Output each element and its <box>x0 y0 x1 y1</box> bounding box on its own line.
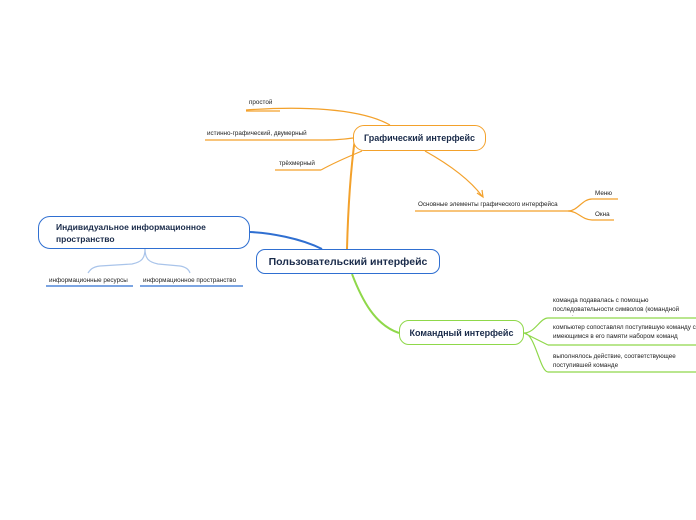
edge-graphic-elements-arrow <box>476 189 484 199</box>
individual-child-space[interactable]: информационное пространство <box>143 277 237 284</box>
edge-graphic-elements <box>424 150 483 197</box>
elements-child-menu[interactable]: Меню <box>595 190 613 197</box>
edge-command-children <box>523 317 549 373</box>
graphic-elements-node[interactable]: Основные элементы графического интерфейс… <box>418 201 558 208</box>
edge-central-graphic <box>346 137 356 250</box>
edge-central-command <box>351 273 400 334</box>
graphic-label: Графический интерфейс <box>363 133 476 143</box>
edge-individual-children <box>87 248 191 274</box>
individual-label: Индивидуальное информационное пространст… <box>56 221 206 244</box>
edge-graphic-3d <box>320 150 363 171</box>
graphic-child-simple[interactable]: простой <box>249 99 273 106</box>
graphic-child-3d[interactable]: трёхмерный <box>279 160 315 167</box>
individual-child-resources[interactable]: информационные ресурсы <box>49 277 128 284</box>
elements-child-windows[interactable]: Окна <box>595 211 610 218</box>
individual-space-node[interactable]: Индивидуальное информационное пространст… <box>38 216 250 249</box>
edge-elements-menu <box>567 198 593 212</box>
central-label: Пользовательский интерфейс <box>268 255 428 268</box>
command-child-2[interactable]: компьютер сопоставлял поступившую команд… <box>553 324 696 340</box>
command-interface-node[interactable]: Командный интерфейс <box>399 320 524 345</box>
edge-central-individual <box>249 231 323 250</box>
command-child-3[interactable]: выполнялось действие, соответствующее по… <box>553 353 676 369</box>
command-child-1[interactable]: команда подавалась с помощью последовате… <box>553 297 680 316</box>
edge-elements-windows <box>567 210 593 221</box>
edge-graphic-simple <box>245 107 391 126</box>
edge-graphic-2d <box>317 137 354 141</box>
central-node[interactable]: Пользовательский интерфейс <box>256 249 440 274</box>
graphic-interface-node[interactable]: Графический интерфейс <box>353 125 486 151</box>
graphic-child-2d[interactable]: истинно-графический, двумерный <box>207 130 307 137</box>
command-label: Командный интерфейс <box>409 327 514 338</box>
